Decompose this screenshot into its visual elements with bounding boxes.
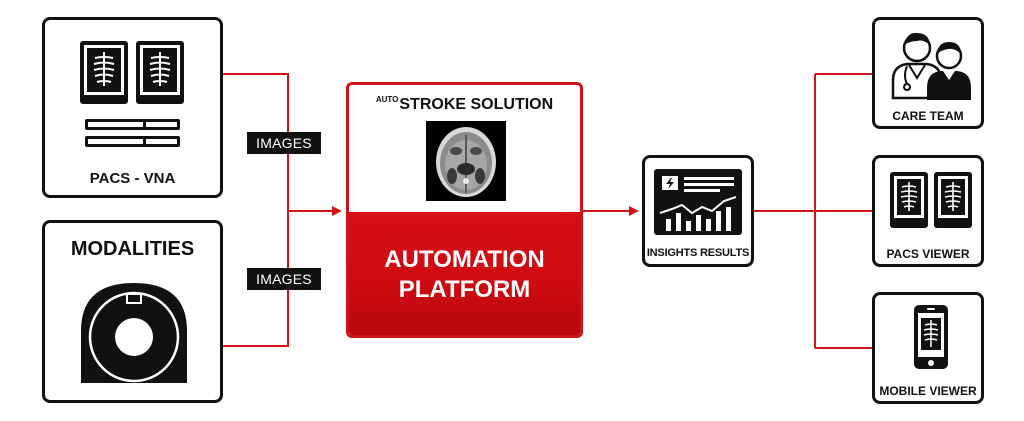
pacs-vna-box: PACS - VNA [42, 17, 223, 198]
pacs-viewer-box: PACS VIEWER [872, 155, 984, 267]
care-team-label: CARE TEAM [892, 109, 964, 123]
scanner-icon [81, 283, 187, 383]
pacs-viewer-icon [890, 172, 972, 228]
platform-line-1: AUTOMATION [384, 246, 545, 273]
auto-prefix: AUTO [375, 95, 399, 104]
platform-line-2: PLATFORM [398, 276, 531, 303]
platform-panel [349, 212, 580, 335]
insights-results-box: INSIGHTS RESULTS [642, 155, 754, 267]
mobile-viewer-box: MOBILE VIEWER [872, 292, 984, 404]
modalities-box: MODALITIES [42, 220, 223, 403]
automation-platform-box: AUTOSTROKE SOLUTION AUTOMATION PLATFORM [346, 82, 583, 338]
pacs-viewer-label: PACS VIEWER [886, 247, 970, 261]
images-tag-top: IMAGES [247, 132, 321, 154]
mobile-viewer-label: MOBILE VIEWER [879, 384, 977, 398]
stroke-solution-text: STROKE SOLUTION [399, 96, 554, 113]
mobile-viewer-icon [914, 305, 948, 369]
dashboard-chart-icon [654, 169, 742, 235]
modalities-label: MODALITIES [70, 238, 195, 260]
care-team-box: CARE TEAM [872, 17, 984, 129]
insights-results-label: INSIGHTS RESULTS [646, 247, 750, 259]
stroke-solution-title: AUTOSTROKE SOLUTION [349, 95, 580, 114]
automation-platform-label: AUTOMATION PLATFORM [349, 245, 580, 305]
brain-ct-scan-icon [426, 121, 506, 201]
edge-pacs-to-bus [222, 73, 289, 347]
pacs-server-icon [80, 41, 184, 147]
pacs-vna-label: PACS - VNA [89, 170, 176, 187]
care-team-icon [891, 32, 971, 100]
images-tag-bottom: IMAGES [247, 268, 321, 290]
